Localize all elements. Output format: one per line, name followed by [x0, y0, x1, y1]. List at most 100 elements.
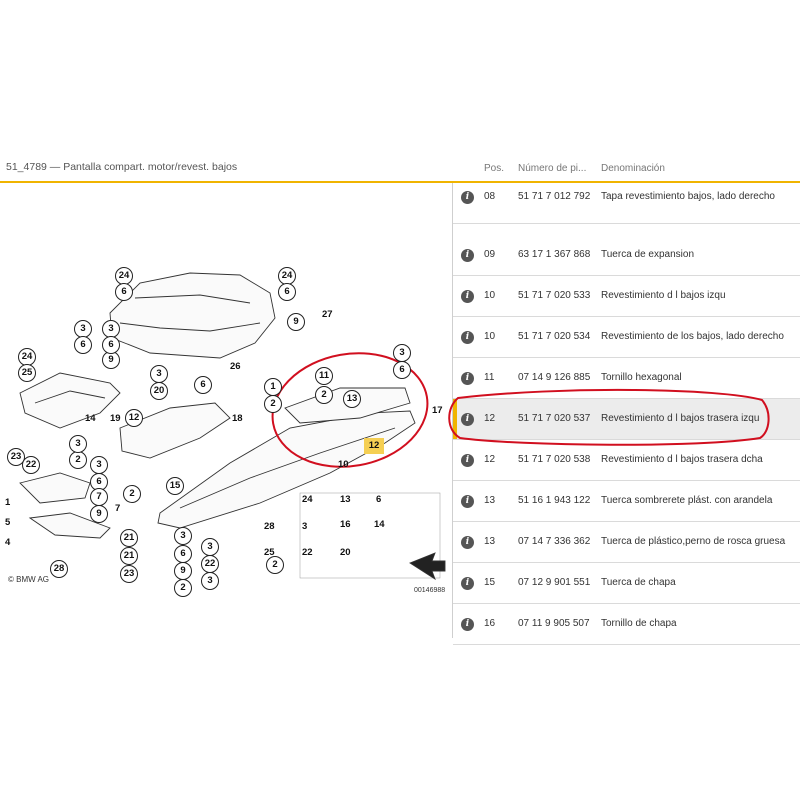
callout[interactable]: 26: [230, 361, 241, 372]
row-part-number: 07 14 7 336 362: [518, 536, 591, 547]
row-pos: 16: [484, 618, 496, 629]
callout[interactable]: 17: [432, 405, 443, 416]
callout[interactable]: 3: [174, 527, 192, 545]
callout[interactable]: 15: [166, 477, 184, 495]
callout[interactable]: 20: [150, 382, 168, 400]
callout[interactable]: 28: [264, 521, 275, 532]
callout[interactable]: 25: [264, 547, 275, 558]
callout[interactable]: 16: [340, 519, 351, 530]
info-icon[interactable]: i: [461, 495, 474, 508]
info-icon[interactable]: i: [461, 191, 474, 204]
callout[interactable]: 27: [322, 309, 333, 320]
callout[interactable]: 6: [376, 494, 382, 505]
callout[interactable]: 28: [50, 560, 68, 578]
diagram-title: 51_4789 — Pantalla compart. motor/revest…: [6, 161, 238, 173]
callout[interactable]: 22: [22, 456, 40, 474]
table-row[interactable]: i 10 51 71 7 020 533 Revestimiento d l b…: [453, 276, 800, 317]
callout[interactable]: 1: [5, 497, 11, 508]
callout[interactable]: 6: [194, 376, 212, 394]
callout[interactable]: 12: [125, 409, 143, 427]
callout[interactable]: 3: [150, 365, 168, 383]
callout[interactable]: 22: [302, 547, 313, 558]
callout[interactable]: 14: [85, 413, 96, 424]
row-part-number: 51 16 1 943 122: [518, 495, 591, 506]
callout[interactable]: 23: [120, 565, 138, 583]
callout[interactable]: 3: [393, 344, 411, 362]
callout[interactable]: 1: [264, 378, 282, 396]
table-row[interactable]: i 13 51 16 1 943 122 Tuerca sombrerete p…: [453, 481, 800, 522]
info-icon[interactable]: i: [461, 413, 474, 426]
info-icon[interactable]: i: [461, 331, 474, 344]
callout[interactable]: 2: [69, 451, 87, 469]
callout[interactable]: 2: [266, 556, 284, 574]
table-row[interactable]: i 11 07 14 9 126 885 Tornillo hexagonal: [453, 358, 800, 399]
callout[interactable]: 3: [201, 538, 219, 556]
info-icon[interactable]: i: [461, 454, 474, 467]
callout[interactable]: 6: [115, 283, 133, 301]
col-header-denominacion[interactable]: Denominación: [601, 163, 665, 174]
callout[interactable]: 4: [5, 537, 11, 548]
table-row[interactable]: i 10 51 71 7 020 534 Revestimiento de lo…: [453, 317, 800, 358]
callout[interactable]: 10: [338, 459, 349, 470]
table-row[interactable]: i 16 07 11 9 905 507 Tornillo de chapa: [453, 604, 800, 645]
info-icon[interactable]: i: [461, 577, 474, 590]
callout[interactable]: 2: [174, 579, 192, 597]
highlighted-callout-12[interactable]: 12: [364, 438, 384, 454]
figure-number: 00146988: [414, 587, 446, 594]
annotation-circle: [271, 352, 429, 468]
callout[interactable]: 20: [340, 547, 351, 558]
callout[interactable]: 13: [340, 494, 351, 505]
row-part-number: 51 71 7 020 538: [518, 454, 591, 465]
col-header-numero[interactable]: Número de pi...: [518, 163, 587, 174]
table-row-selected[interactable]: i 12 51 71 7 020 537 Revestimiento d l b…: [453, 399, 800, 440]
callout[interactable]: 6: [102, 336, 120, 354]
table-row[interactable]: i 12 51 71 7 020 538 Revestimiento d l b…: [453, 440, 800, 481]
callout[interactable]: 21: [120, 529, 138, 547]
callout[interactable]: 2: [264, 395, 282, 413]
row-part-number: 07 14 9 126 885: [518, 372, 591, 383]
callout[interactable]: 24: [302, 494, 313, 505]
callout[interactable]: 19: [110, 413, 121, 424]
callout[interactable]: 7: [90, 488, 108, 506]
callout[interactable]: 6: [174, 545, 192, 563]
callout[interactable]: 22: [201, 555, 219, 573]
callout[interactable]: 5: [5, 517, 11, 528]
callout[interactable]: 3: [201, 572, 219, 590]
callout[interactable]: 18: [232, 413, 243, 424]
callout[interactable]: 24: [18, 348, 36, 366]
parts-header: 51_4789 — Pantalla compart. motor/revest…: [0, 157, 800, 183]
info-icon[interactable]: i: [461, 536, 474, 549]
row-description: Revestimiento d l bajos trasera izqu: [601, 413, 760, 424]
callout[interactable]: 9: [174, 562, 192, 580]
callout[interactable]: 13: [343, 390, 361, 408]
diagram-drawing: [19, 272, 446, 581]
callout[interactable]: 6: [393, 361, 411, 379]
row-description: Revestimiento d l bajos izqu: [601, 290, 726, 301]
callout[interactable]: 6: [278, 283, 296, 301]
info-icon[interactable]: i: [461, 249, 474, 262]
callout[interactable]: 25: [18, 364, 36, 382]
col-header-pos[interactable]: Pos.: [484, 163, 505, 174]
row-pos: 13: [484, 536, 496, 547]
row-description: Tapa revestimiento bajos, lado derecho: [601, 191, 775, 202]
callout[interactable]: 3: [90, 456, 108, 474]
row-pos: 12: [484, 454, 496, 465]
table-row[interactable]: i 08 51 71 7 012 792 Tapa revestimiento …: [453, 183, 800, 224]
callout[interactable]: 6: [74, 336, 92, 354]
callout[interactable]: 3: [302, 521, 308, 532]
callout[interactable]: 2: [315, 386, 333, 404]
table-row[interactable]: i 09 63 17 1 367 868 Tuerca de expansion: [453, 235, 800, 276]
callout[interactable]: 3: [69, 435, 87, 453]
callout[interactable]: 9: [90, 505, 108, 523]
callout[interactable]: 14: [374, 519, 385, 530]
info-icon[interactable]: i: [461, 618, 474, 631]
table-row[interactable]: i 13 07 14 7 336 362 Tuerca de plástico,…: [453, 522, 800, 563]
info-icon[interactable]: i: [461, 372, 474, 385]
callout[interactable]: 21: [120, 547, 138, 565]
info-icon[interactable]: i: [461, 290, 474, 303]
table-row[interactable]: i 15 07 12 9 901 551 Tuerca de chapa: [453, 563, 800, 604]
callout[interactable]: 2: [123, 485, 141, 503]
callout[interactable]: 7: [115, 503, 121, 514]
callout[interactable]: 11: [315, 367, 333, 385]
callout[interactable]: 9: [287, 313, 305, 331]
